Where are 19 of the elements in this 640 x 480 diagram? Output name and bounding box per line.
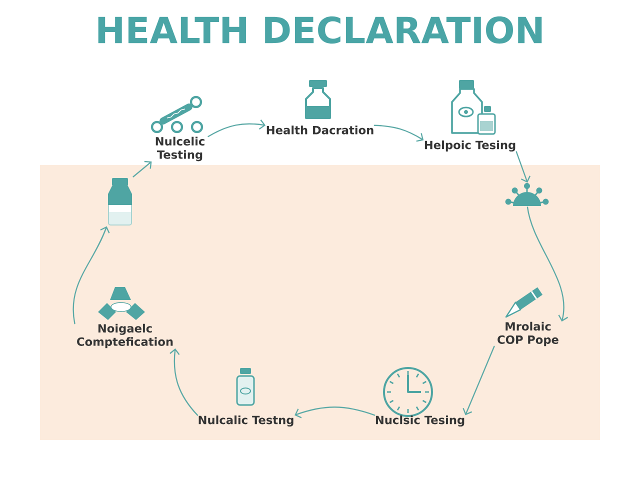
step-label: Nulcelic Testing [156,136,204,162]
step-label: Helpoic Tesing [424,140,516,152]
arrow [72,226,110,324]
title: HEALTH DECLARATION [98,16,542,44]
arrow [516,151,531,183]
bottle-icon [108,178,132,226]
arrow [374,124,424,142]
arrow [208,120,266,138]
arrow [170,348,198,416]
virus-icon [505,183,549,206]
step-label: Nulcalic Testng [198,415,294,427]
step-label: Mrolaic COP Pope [498,322,558,346]
arrow [132,160,152,178]
step-label: Noigaelc Comptefication [77,324,173,348]
step-label: Nuclsic Tesing [376,415,464,427]
arrow [294,406,376,418]
step-label: Health Dacration [266,126,374,134]
arrow [462,346,495,416]
arrow [526,206,568,322]
